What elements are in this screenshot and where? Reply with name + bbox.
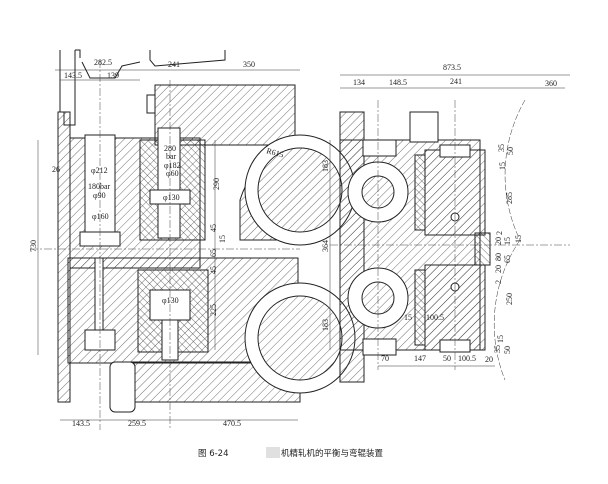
dim-label: 290 bbox=[212, 178, 221, 190]
dim-label: φ130 bbox=[163, 193, 180, 202]
dim-label: 2 bbox=[494, 280, 503, 284]
dim-label: 134 bbox=[353, 78, 365, 87]
blurred-region bbox=[266, 447, 280, 458]
dim-label: 65 bbox=[209, 249, 218, 257]
dim-label: 180bar bbox=[88, 182, 111, 191]
dim-label: 873.5 bbox=[443, 63, 461, 72]
dim-label: 15 bbox=[404, 313, 412, 322]
dim-label: 35 bbox=[497, 144, 506, 152]
dim-label: 45 bbox=[209, 266, 218, 274]
dim-label: 259.5 bbox=[128, 419, 146, 428]
dim-label: 183 bbox=[321, 319, 330, 331]
bending-cylinder-upper bbox=[157, 127, 181, 239]
dim-label: 100.5 bbox=[458, 354, 476, 363]
dim-label: 50 bbox=[443, 354, 451, 363]
dim-label: 285 bbox=[505, 192, 514, 204]
dim-label: 730 bbox=[29, 240, 38, 252]
dim-label: 241 bbox=[168, 60, 180, 69]
dim-label: 147 bbox=[414, 354, 426, 363]
dim-label: 139 bbox=[107, 71, 119, 80]
dim-label: φ182 bbox=[164, 161, 181, 170]
dim-label: 65 bbox=[503, 255, 512, 263]
dim-label: 35 bbox=[493, 345, 502, 353]
dim-label: 143.5 bbox=[72, 419, 90, 428]
figure-caption: 机精轧机的平衡与弯辊装置 bbox=[281, 448, 384, 459]
dim-label: 15 bbox=[218, 235, 227, 243]
dim-label: 2 bbox=[495, 231, 504, 235]
dim-label: 470.5 bbox=[223, 419, 241, 428]
dim-label: 80 bbox=[494, 253, 503, 261]
dim-label: 70 bbox=[381, 354, 389, 363]
dim-label: 15 bbox=[503, 237, 512, 245]
dim-label: φ160 bbox=[92, 212, 109, 221]
dim-label: 100.5 bbox=[426, 313, 444, 322]
dim-label: 241 bbox=[450, 77, 462, 86]
dim-label: φ60 bbox=[166, 169, 179, 178]
motor bbox=[109, 361, 136, 413]
right-view: 873.5 134 148.5 241 360 183 364 183 35 5… bbox=[321, 63, 570, 383]
dim-label: 280 bbox=[164, 144, 176, 153]
cylinder-top bbox=[409, 111, 439, 143]
dim-label: bar bbox=[166, 152, 177, 161]
dim-label: 225 bbox=[209, 304, 218, 316]
dim-label: φ90 bbox=[93, 191, 106, 200]
dim-label: 148.5 bbox=[389, 78, 407, 87]
dim-label: 15 bbox=[498, 162, 507, 170]
dim-label: 26 bbox=[52, 165, 60, 174]
dim-label: 282.5 bbox=[94, 58, 112, 67]
dim-label: 20 bbox=[485, 355, 493, 364]
dim-label: 143.5 bbox=[64, 71, 82, 80]
dim-label: 364 bbox=[321, 240, 330, 252]
left-view: 282.5 143.5 139 241 350 R615 280 bar φ18… bbox=[29, 49, 356, 430]
dim-label: 183 bbox=[321, 160, 330, 172]
dim-label: φ130 bbox=[162, 296, 179, 305]
dim-label: R615 bbox=[265, 146, 284, 159]
dim-label: 45 bbox=[209, 224, 218, 232]
dim-label: 20 bbox=[494, 237, 503, 245]
dim-label: φ212 bbox=[91, 166, 108, 175]
dim-label: 50 bbox=[506, 147, 515, 155]
dim-label: 50 bbox=[503, 346, 512, 354]
dim-label: 250 bbox=[505, 293, 514, 305]
dim-label: 20 bbox=[494, 265, 503, 273]
dim-label: 15 bbox=[496, 335, 505, 343]
figure-number: 图 6-24 bbox=[198, 449, 229, 459]
dim-label: 360 bbox=[545, 79, 557, 88]
dim-label: 350 bbox=[243, 60, 255, 69]
dim-label: 15 bbox=[514, 235, 523, 243]
